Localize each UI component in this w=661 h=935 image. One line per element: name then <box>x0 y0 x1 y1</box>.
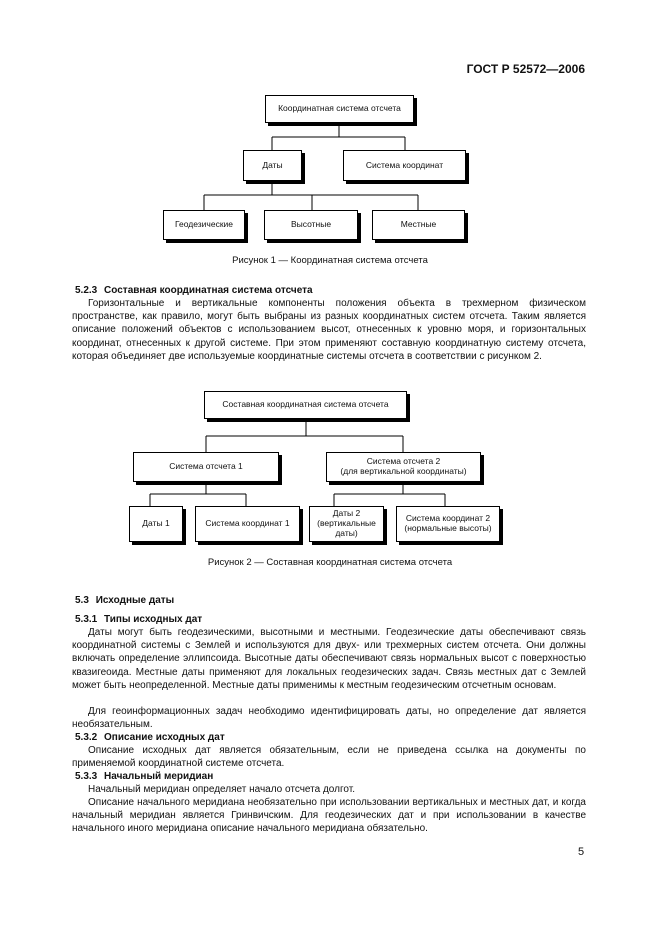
paragraph-5-3-1-a: Даты могут быть геодезическими, высотным… <box>72 627 586 691</box>
paragraph-5-3-1-b: Для геоинформационных задач необходимо и… <box>72 706 586 731</box>
paragraph-5-3-2: Описание исходных дат является обязатель… <box>72 745 586 770</box>
figure2-dates1-box: Даты 1 <box>129 506 183 542</box>
section-number: 5.3.2 <box>75 732 98 743</box>
section-title: Описание исходных дат <box>104 732 225 743</box>
section-title: Составная координатная система отсчета <box>104 285 313 296</box>
figure2-system2-box: Система отсчета 2 (для вертикальной коор… <box>326 452 481 482</box>
section-title: Исходные даты <box>95 595 175 606</box>
section-heading-5-3-3: 5.3.3 Начальный меридиан <box>75 770 213 783</box>
figure1-coord-system-box: Система координат <box>343 150 466 181</box>
section-title: Типы исходных дат <box>104 614 203 625</box>
figure1-geodetic-box: Геодезические <box>163 210 245 240</box>
section-heading-5-3-1: 5.3.1 Типы исходных дат <box>75 613 202 626</box>
section-heading-5-3-2: 5.3.2 Описание исходных дат <box>75 731 225 744</box>
section-number: 5.3 <box>75 595 89 606</box>
figure1-height-box: Высотные <box>264 210 358 240</box>
document-code: ГОСТ Р 52572—2006 <box>466 62 585 76</box>
figure2-caption: Рисунок 2 — Составная координатная систе… <box>207 557 453 568</box>
figure2-coord1-box: Система координат 1 <box>195 506 300 542</box>
figure2-root-box: Составная координатная система отсчета <box>204 391 407 419</box>
section-title: Начальный меридиан <box>104 771 214 782</box>
section-number: 5.3.3 <box>75 771 98 782</box>
paragraph-5-3-3-a: Начальный меридиан определяет начало отс… <box>88 784 356 795</box>
section-heading-5-3: 5.3 Исходные даты <box>75 594 174 607</box>
figure1-root-box: Координатная система отсчета <box>265 95 414 123</box>
figure1-dates-box: Даты <box>243 150 302 181</box>
section-number: 5.3.1 <box>75 614 98 625</box>
figure2-dates2-box: Даты 2 (вертикальные даты) <box>309 506 384 542</box>
page-number: 5 <box>578 846 585 858</box>
figure2-system1-box: Система отсчета 1 <box>133 452 279 482</box>
paragraph-5-2-3: Горизонтальные и вертикальные компоненты… <box>72 298 586 362</box>
figure2-coord2-box: Система координат 2 (нормальные высоты) <box>396 506 500 542</box>
figure1-caption: Рисунок 1 — Координатная система отсчета <box>232 255 428 266</box>
section-heading-5-2-3: 5.2.3 Составная координатная система отс… <box>75 284 313 297</box>
paragraph-5-3-3-b: Описание начального меридиана необязател… <box>72 797 586 835</box>
figure1-local-box: Местные <box>372 210 465 240</box>
section-number: 5.2.3 <box>75 285 98 296</box>
